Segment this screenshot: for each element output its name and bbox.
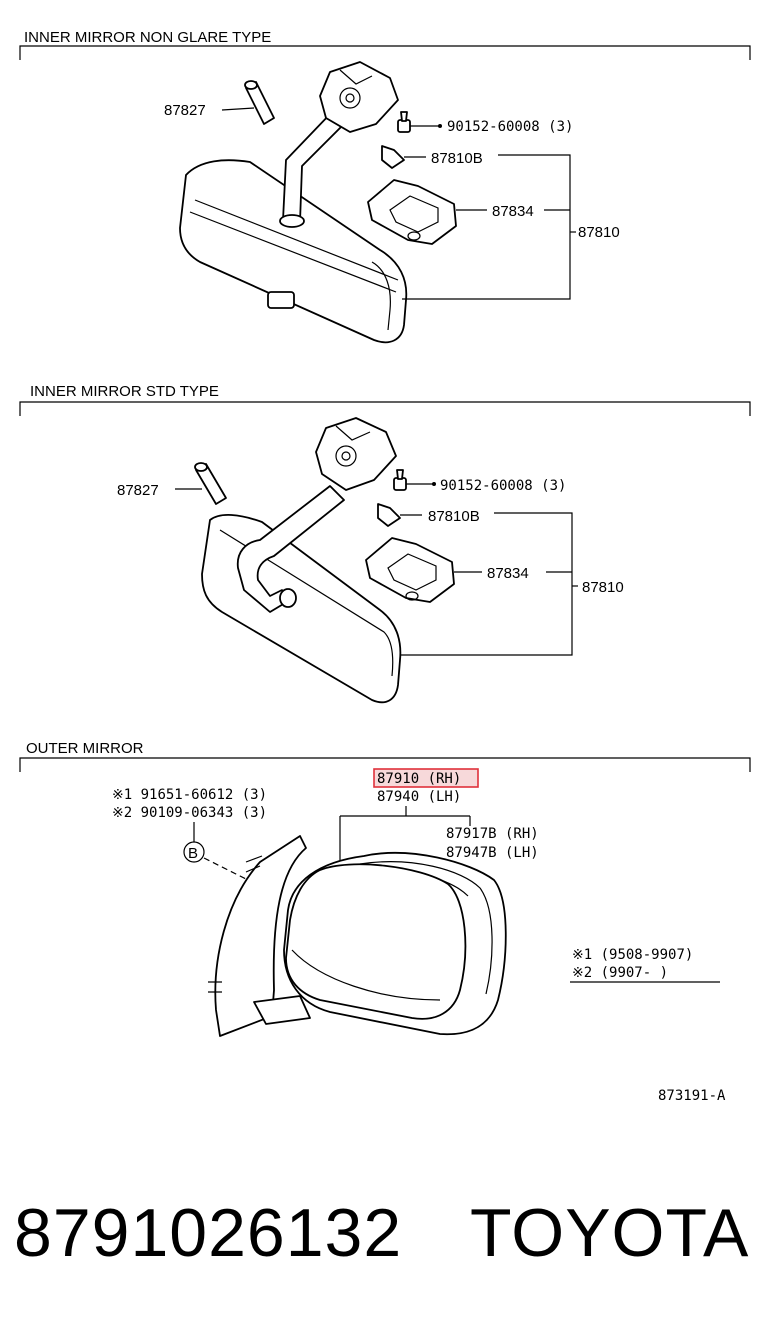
- section-bracket: [19, 401, 751, 416]
- range-2: ※2 (9907- ): [572, 965, 668, 981]
- lamp-87834: [365, 537, 455, 603]
- label-87940: 87940 (LH): [377, 789, 461, 805]
- section-std: INNER MIRROR STD TYPE 87827 90152-60008 …: [19, 383, 751, 704]
- label-87810-std: 87810: [582, 579, 624, 596]
- label-87917B: 87917B (RH): [446, 826, 539, 842]
- section-outer: OUTER MIRROR ※1 91651-60612 (3) ※2 90109…: [19, 740, 751, 1104]
- bolt-icon: [397, 111, 411, 133]
- section-title-nonglare: INNER MIRROR NON GLARE TYPE: [24, 29, 271, 46]
- inner-mirror-nonglare: [179, 61, 408, 344]
- section-bracket: [19, 45, 751, 60]
- bracket-87810: [400, 512, 573, 656]
- label-87947B: 87947B (LH): [446, 845, 539, 861]
- label-87827: 87827: [164, 102, 206, 119]
- bulb-icon: [377, 503, 401, 527]
- note-1: ※1 91651-60612 (3): [112, 787, 267, 803]
- label-87827-std: 87827: [117, 482, 159, 499]
- label-87810: 87810: [578, 224, 620, 241]
- note-2: ※2 90109-06343 (3): [112, 805, 267, 821]
- range-1: ※1 (9508-9907): [572, 947, 693, 963]
- bolt-icon: [393, 469, 407, 491]
- inner-mirror-std: [201, 417, 402, 704]
- highlight-box: [373, 768, 479, 788]
- label-87834: 87834: [492, 203, 534, 220]
- section-title-std: INNER MIRROR STD TYPE: [30, 383, 219, 400]
- marker-b: [183, 841, 205, 863]
- section-title-outer: OUTER MIRROR: [26, 740, 144, 757]
- label-87910: 87910 (RH): [377, 771, 461, 787]
- section-nonglare: INNER MIRROR NON GLARE TYPE 87827: [19, 29, 751, 344]
- label-87810B-std: 87810B: [428, 508, 480, 525]
- bulb-icon: [381, 145, 405, 169]
- brand-name: TOYOTA: [470, 1195, 749, 1271]
- label-bolt-std: 90152-60008 (3): [440, 478, 566, 494]
- lamp-87834: [367, 179, 457, 245]
- label-87810B: 87810B: [431, 150, 483, 167]
- label-87834-std: 87834: [487, 565, 529, 582]
- marker-b-label: B: [188, 845, 198, 862]
- bracket-87810: [402, 154, 571, 300]
- outer-mirror: [208, 835, 507, 1037]
- part-number: 8791026132: [14, 1195, 402, 1271]
- section-bracket: [19, 757, 751, 772]
- figure-code: 873191-A: [658, 1088, 726, 1104]
- label-bolt: 90152-60008 (3): [447, 119, 573, 135]
